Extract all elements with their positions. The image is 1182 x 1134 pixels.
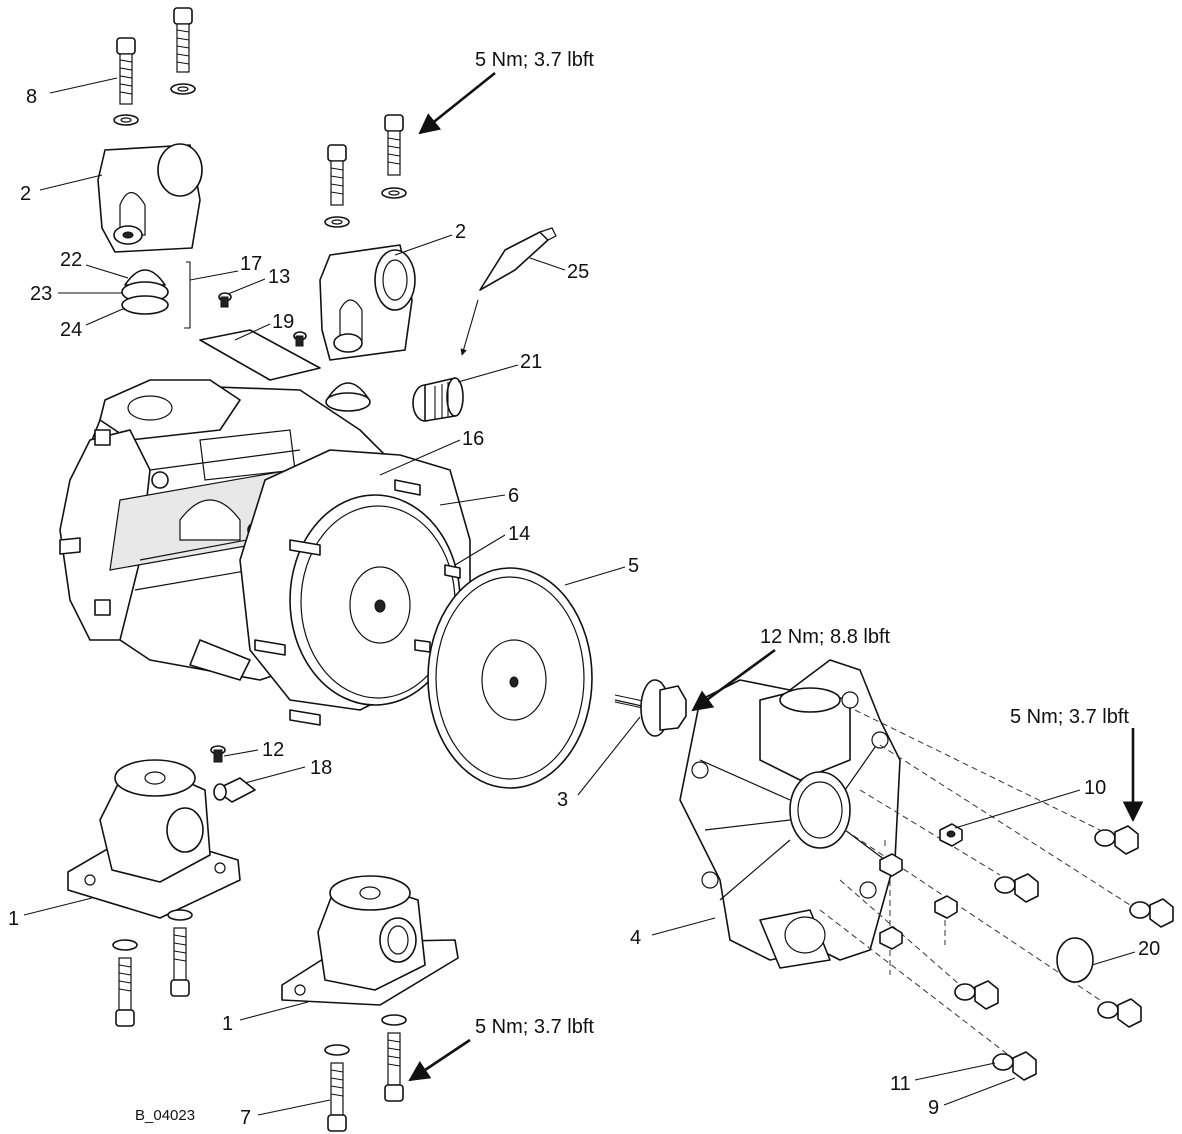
o-ring-20 xyxy=(1056,937,1094,983)
callout-22: 22 xyxy=(60,249,82,271)
fitting-21 xyxy=(412,377,464,422)
callout-19: 19 xyxy=(272,311,294,333)
screw-bottom-left-a xyxy=(112,939,138,1027)
screw-8-right xyxy=(170,7,196,95)
callout-1-left: 1 xyxy=(8,908,19,930)
callout-5: 5 xyxy=(628,555,639,577)
callout-9: 9 xyxy=(928,1097,939,1119)
callout-24: 24 xyxy=(60,319,82,341)
nut-10 xyxy=(879,823,963,950)
callout-2-left: 2 xyxy=(20,183,31,205)
callout-12: 12 xyxy=(262,739,284,761)
diaphragm-5 xyxy=(427,567,593,789)
screw-7-right xyxy=(381,1014,407,1102)
callout-21: 21 xyxy=(520,351,542,373)
torque-label-center-bolt: 12 Nm; 8.8 lbft xyxy=(760,626,891,648)
callout-11: 11 xyxy=(890,1073,911,1095)
screw-bottom-left-b xyxy=(167,909,193,997)
screw-12 xyxy=(210,745,226,763)
callout-8: 8 xyxy=(26,86,37,108)
callout-23: 23 xyxy=(30,283,52,305)
torque-label-bottom-screws: 5 Nm; 3.7 lbft xyxy=(475,1016,594,1038)
inlet-manifold-left xyxy=(67,759,241,919)
callout-1-middle: 1 xyxy=(222,1013,233,1035)
fluid-cover-4 xyxy=(679,659,901,969)
outlet-manifold-left xyxy=(97,143,203,253)
callout-13: 13 xyxy=(268,266,290,288)
check-valve-assembly-left xyxy=(121,261,191,329)
drawing-number: B_04023 xyxy=(135,1107,195,1124)
screw-7-left xyxy=(324,1044,350,1132)
screw-top-middle-right xyxy=(381,114,407,199)
callout-7: 7 xyxy=(240,1107,251,1129)
torque-label-cover-nuts: 5 Nm; 3.7 lbft xyxy=(1010,706,1129,728)
callout-6: 6 xyxy=(508,485,519,507)
callout-16: 16 xyxy=(462,428,484,450)
callout-18: 18 xyxy=(310,757,332,779)
callout-3: 3 xyxy=(557,789,568,811)
screw-13 xyxy=(218,292,307,347)
callout-2-right: 2 xyxy=(455,221,466,243)
callout-20: 20 xyxy=(1138,938,1160,960)
callout-14: 14 xyxy=(508,523,530,545)
muffler-18 xyxy=(213,777,256,803)
callout-10: 10 xyxy=(1084,777,1106,799)
callout-25: 25 xyxy=(567,261,589,283)
sealant-tube-25 xyxy=(479,227,557,291)
leader-lines xyxy=(23,77,1136,1116)
callout-17: 17 xyxy=(240,253,262,275)
washer-nut-set xyxy=(954,825,1174,1081)
torque-arrows xyxy=(408,71,1144,1082)
torque-label-top-screws: 5 Nm; 3.7 lbft xyxy=(475,49,594,71)
screw-top-middle-left xyxy=(324,144,350,228)
center-bolt-3 xyxy=(614,679,687,737)
screw-8-left xyxy=(113,37,139,126)
check-ball-right xyxy=(325,382,371,412)
studs-14-16 xyxy=(254,479,461,726)
outlet-manifold-right xyxy=(319,244,416,361)
callout-4: 4 xyxy=(630,927,641,949)
inlet-manifold-middle xyxy=(281,875,459,1006)
nameplate-19 xyxy=(199,329,321,381)
